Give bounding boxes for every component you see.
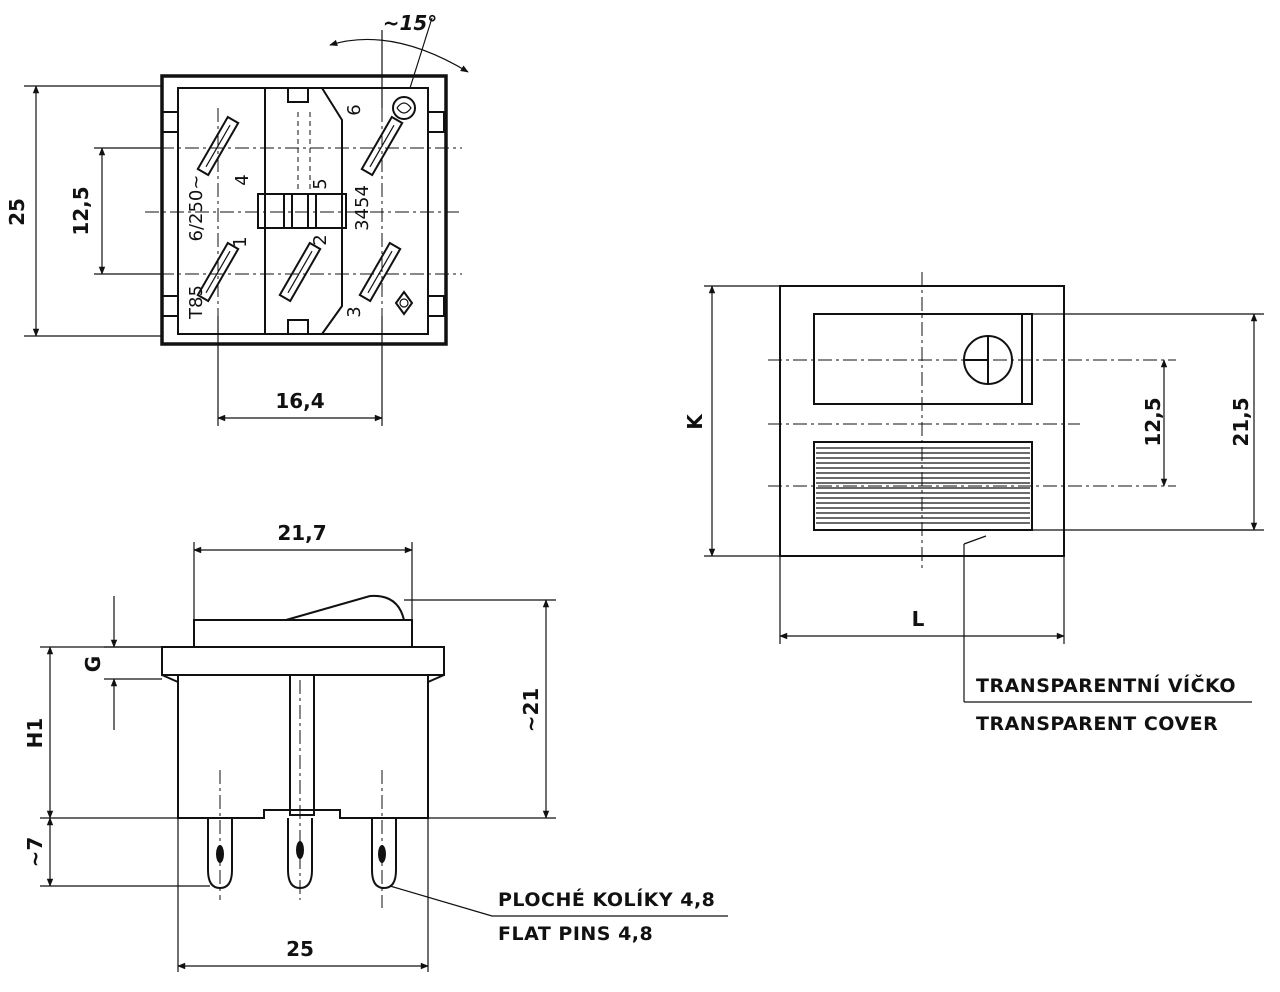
dim-height-top: 25 — [5, 198, 29, 226]
flat-pins-note-cz: PLOCHÉ KOLÍKY 4,8 — [498, 888, 715, 911]
flange — [161, 646, 445, 676]
terminal-slot-3 — [358, 241, 402, 303]
dim-h1: H1 — [23, 718, 47, 749]
product-code-label: 3454 — [352, 185, 373, 231]
flat-pins-note-en: FLAT PINS 4,8 — [498, 923, 653, 945]
cover-note-cz: TRANSPARENTNÍ VÍČKO — [976, 673, 1236, 697]
dim-height-front: 21,5 — [1229, 397, 1253, 446]
dim-width-top: 16,4 — [275, 389, 324, 413]
latch-left-bottom — [161, 295, 179, 317]
actuator-rocker — [285, 594, 405, 621]
rocker-pivot — [257, 193, 347, 229]
flat-pin-left — [207, 770, 233, 900]
center-pin-shaft — [289, 674, 315, 816]
dim-overall-height: ~21 — [519, 688, 543, 733]
approval-mark-icon — [394, 290, 414, 316]
dim-l: L — [912, 607, 925, 631]
terminal-label-1: 1 — [230, 236, 251, 247]
dim-pitch-front: 12,5 — [1141, 397, 1165, 446]
top-view-inner — [177, 87, 429, 335]
dim-k: K — [683, 413, 707, 430]
dim-pitch-top: 12,5 — [69, 186, 93, 235]
latch-left-top — [161, 111, 179, 133]
dim-bottom-width: 25 — [286, 937, 314, 961]
side-view: 21,7 ~21 G H1 ~7 25 PLOCHÉ KOLÍKY 4,8 FL… — [23, 521, 728, 972]
rocker-outline — [264, 87, 343, 335]
terminal-label-4: 4 — [232, 174, 253, 185]
latch-right-top — [427, 111, 445, 133]
angle-label: ~15° — [383, 11, 438, 35]
top-view-frame — [160, 74, 448, 346]
flat-pin-right — [371, 770, 397, 908]
rocker-notch-top — [287, 87, 309, 103]
terminal-label-3: 3 — [344, 306, 365, 317]
rocker-notch-bottom — [287, 319, 309, 335]
terminal-label-5: 5 — [310, 178, 331, 189]
cover-note-en: TRANSPARENT COVER — [976, 713, 1218, 735]
latch-right-bottom — [427, 295, 445, 317]
terminal-label-6: 6 — [344, 104, 365, 115]
dim-pin-length: ~7 — [23, 837, 47, 868]
dim-top-width: 21,7 — [277, 521, 326, 545]
terminal-label-2: 2 — [310, 234, 331, 245]
flat-pin-center — [287, 680, 313, 900]
terminal-slot-2 — [278, 241, 322, 303]
approval-mark-icon — [392, 96, 416, 120]
ribs — [816, 447, 1030, 524]
indicator-window — [813, 313, 1033, 405]
dim-g: G — [81, 656, 105, 672]
temperature-label: T85 — [186, 285, 207, 320]
actuator-base — [193, 619, 413, 648]
housing — [177, 675, 429, 819]
top-view: 4 1 5 2 6 3 6/250~ T85 3454 ~15° 25 12,5… — [5, 11, 469, 426]
front-view: K L 12,5 21,5 TRANSPARENTNÍ VÍČKO TRANSP… — [683, 272, 1264, 735]
rating-label: 6/250~ — [186, 175, 207, 242]
